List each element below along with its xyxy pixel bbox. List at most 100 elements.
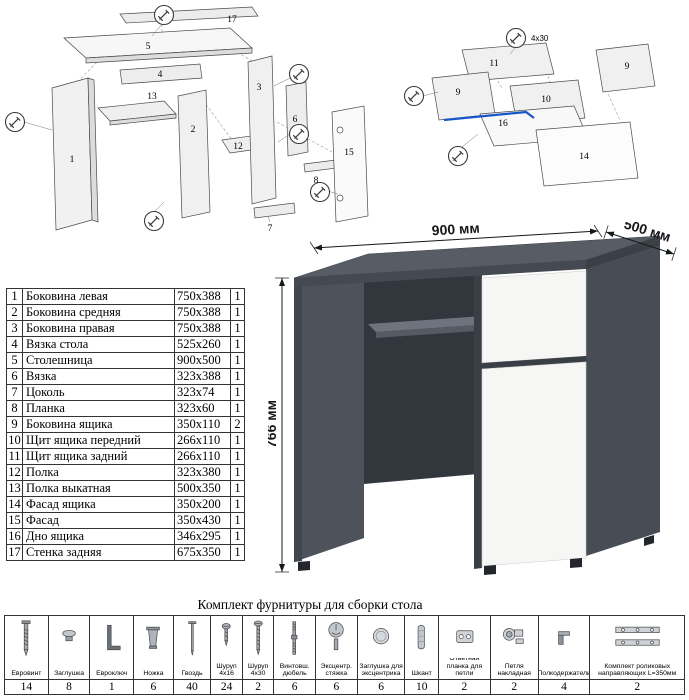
part-label: 16 <box>498 119 508 129</box>
part-name: Столешница <box>22 352 175 369</box>
panel-tabletop-edge <box>85 47 253 64</box>
part-qty: 1 <box>230 448 245 465</box>
part-label: 4 <box>158 70 163 80</box>
part-number: 7 <box>6 384 23 401</box>
part-size: 500х350 <box>174 480 231 497</box>
hardware-item-name: Ответная планка для петли <box>446 658 483 678</box>
part-number: 16 <box>6 528 23 545</box>
screw-callout-icon <box>4 111 26 133</box>
hardware-item-qty: 14 <box>5 679 48 694</box>
screw-callout-icon <box>505 28 527 49</box>
dimension-lines <box>275 224 677 573</box>
part-label: 15 <box>344 148 354 158</box>
hardware-item-qty: 6 <box>357 679 405 694</box>
hardware-item-name: Евроключ <box>96 670 128 678</box>
part-label: 13 <box>147 92 157 102</box>
panel-apron <box>119 63 203 85</box>
part-label: 8 <box>314 176 319 186</box>
hardware-item-name: Заглушка <box>54 670 84 678</box>
part-label: 3 <box>257 83 262 93</box>
wood-dowel-icon <box>405 616 438 658</box>
panel-left-side-edge <box>87 77 99 223</box>
hardware-item-name: Гвоздь <box>181 670 203 678</box>
part-number: 15 <box>6 512 23 529</box>
hardware-item-qty: 8 <box>48 679 90 694</box>
part-label: 1 <box>70 155 75 165</box>
keyboard-tray <box>368 316 492 332</box>
hardware-item: Комплект роликовых направляющих L=350мм … <box>590 616 684 694</box>
roller-guides-icon <box>590 616 684 658</box>
screw-4x30-icon <box>243 616 274 658</box>
cam-cap-icon <box>358 616 405 658</box>
hardware-item-qty: 10 <box>405 679 438 694</box>
desk-right-panel <box>586 244 660 556</box>
part-qty: 1 <box>230 336 245 353</box>
part-name: Полка выкатная <box>22 480 175 497</box>
part-name: Цоколь <box>22 384 175 401</box>
hardware-item-name: Комплект роликовых направляющих L=350мм <box>598 662 677 678</box>
screw-callout-icon <box>143 210 165 232</box>
part-number: 11 <box>6 448 23 465</box>
desk-tabletop-front-edge <box>294 260 586 287</box>
hardware-item: Заглушка 8 <box>48 616 91 694</box>
cabinet-door <box>481 361 587 567</box>
part-size: 900х500 <box>174 352 231 369</box>
hardware-item: Ответная планка для петли 2 <box>438 616 491 694</box>
part-qty: 1 <box>230 512 245 529</box>
shelf-support-icon <box>539 616 590 658</box>
drawer-door-gap <box>482 356 586 369</box>
part-size: 266х110 <box>174 432 231 449</box>
hardware-item-qty: 1 <box>90 679 134 694</box>
part-name: Вязка стола <box>22 336 175 353</box>
part-number: 8 <box>6 400 23 417</box>
part-label: 17 <box>227 15 237 25</box>
hardware-item-qty: 2 <box>438 679 490 694</box>
hardware-item-name: Винтовш. дюбель <box>279 662 310 678</box>
hardware-item: Шкант 10 <box>405 616 439 694</box>
part-qty: 1 <box>230 496 245 513</box>
hardware-item: Шуруп 4х30 2 <box>242 616 275 694</box>
part-number: 3 <box>6 320 23 337</box>
part-qty: 1 <box>230 400 245 417</box>
hardware-item-name: Ножка <box>143 670 164 678</box>
width-dimension-label: 900 мм <box>431 222 480 238</box>
screw-size-note: 4х30 <box>531 34 549 43</box>
hardware-item: Полкодержатель 4 <box>538 616 591 694</box>
part-name: Фасад <box>22 512 175 529</box>
hardware-item-qty: 6 <box>274 679 315 694</box>
hinge-hole-icon <box>336 126 344 134</box>
part-qty: 1 <box>230 432 245 449</box>
hardware-item-qty: 2 <box>242 679 274 694</box>
panel-keyboard-tray-edge <box>109 113 177 126</box>
main-exploded-diagram: 17 5 4 1 13 2 12 3 6 7 8 15 <box>4 4 369 234</box>
drawer-side-panel <box>595 43 656 93</box>
panel-door-facade <box>331 105 369 223</box>
panel-left-side <box>51 77 93 231</box>
desk-render: 900 мм 500 мм 766 мм <box>268 222 677 575</box>
hardware-item-qty: 6 <box>134 679 173 694</box>
part-number: 5 <box>6 352 23 369</box>
part-qty: 1 <box>230 480 245 497</box>
roller-guide-highlight <box>443 110 535 122</box>
part-qty: 1 <box>230 288 245 305</box>
part-number: 12 <box>6 464 23 481</box>
hardware-item-qty: 2 <box>490 679 538 694</box>
drawer-front <box>481 270 587 364</box>
part-qty: 1 <box>230 384 245 401</box>
part-label: 7 <box>268 224 273 234</box>
hardware-item-name: Петля накладная <box>497 662 531 678</box>
part-name: Боковина правая <box>22 320 175 337</box>
part-name: Боковина ящика <box>22 416 175 433</box>
screw-4x16-icon <box>211 616 242 658</box>
part-size: 675х350 <box>174 544 231 561</box>
part-number: 9 <box>6 416 23 433</box>
hardware-item: Евровинт 14 <box>5 616 49 694</box>
hardware-table: Евровинт 14 Заглушка 8 Евроключ 1 Ножка … <box>4 615 685 695</box>
part-qty: 1 <box>230 464 245 481</box>
